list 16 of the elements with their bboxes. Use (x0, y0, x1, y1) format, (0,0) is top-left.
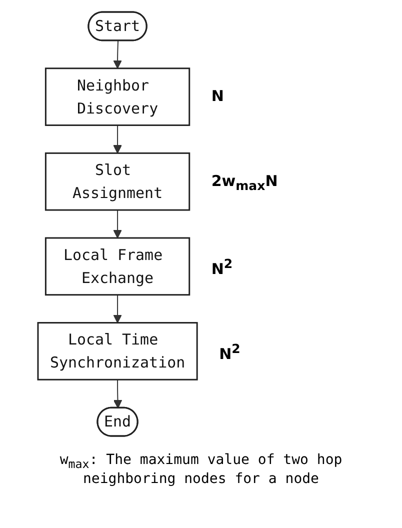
arrow (113, 124, 122, 154)
complexity-label: N$^{2}$ (211, 256, 233, 278)
process-box: Neighbor Discovery (44, 68, 190, 126)
arrow (113, 379, 122, 408)
complexity-label: N$^{2}$ (219, 341, 240, 364)
arrow (113, 40, 122, 69)
arrow (113, 210, 122, 238)
arrow (113, 294, 122, 324)
terminal-node: Start (88, 11, 148, 42)
process-box: Local Frame Exchange (44, 237, 190, 296)
complexity-label: 2w$_{max}$N (211, 172, 278, 193)
complexity-label: N (211, 86, 224, 105)
terminal-node: End (96, 406, 138, 437)
footnote: w$_{max}$: The maximum value of two hop neighboring nodes for a node (58, 452, 344, 487)
process-box: Slot Assignment (44, 152, 190, 211)
process-box: Local Time Synchronization (37, 322, 198, 380)
